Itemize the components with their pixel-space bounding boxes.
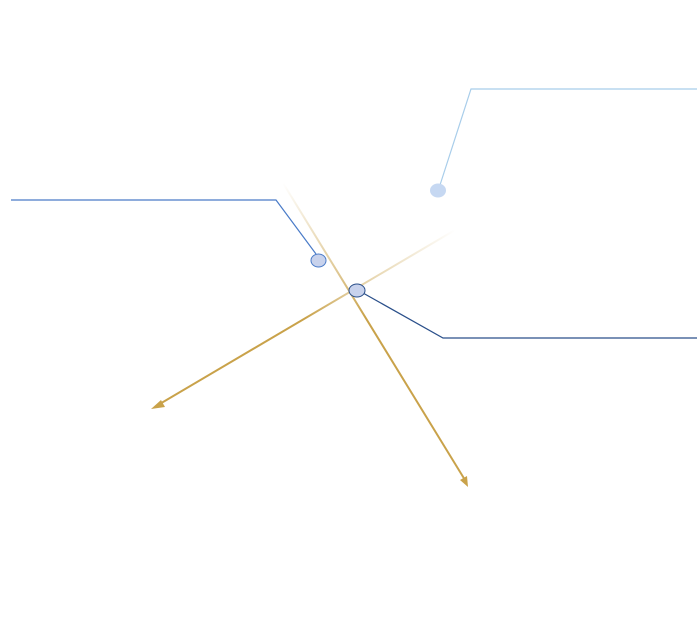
leader-left-marker[interactable] [310, 253, 327, 268]
arrow-down-right-head [460, 476, 468, 487]
arrow-down-left [151, 229, 456, 409]
leader-left-line [11, 199, 317, 255]
leader-top-right-line [439, 88, 697, 186]
leader-top-right-marker[interactable] [430, 183, 446, 198]
arrow-down-right-shaft [282, 182, 466, 481]
leader-top-right [430, 88, 697, 198]
arrow-down-left-shaft [157, 229, 456, 406]
arrow-down-right [282, 182, 468, 487]
leader-bottom-right [348, 283, 697, 339]
leader-bottom-right-marker[interactable] [348, 283, 366, 298]
arrow-down-left-head [151, 400, 165, 409]
leader-left [11, 199, 327, 268]
leader-bottom-right-line [362, 292, 697, 339]
